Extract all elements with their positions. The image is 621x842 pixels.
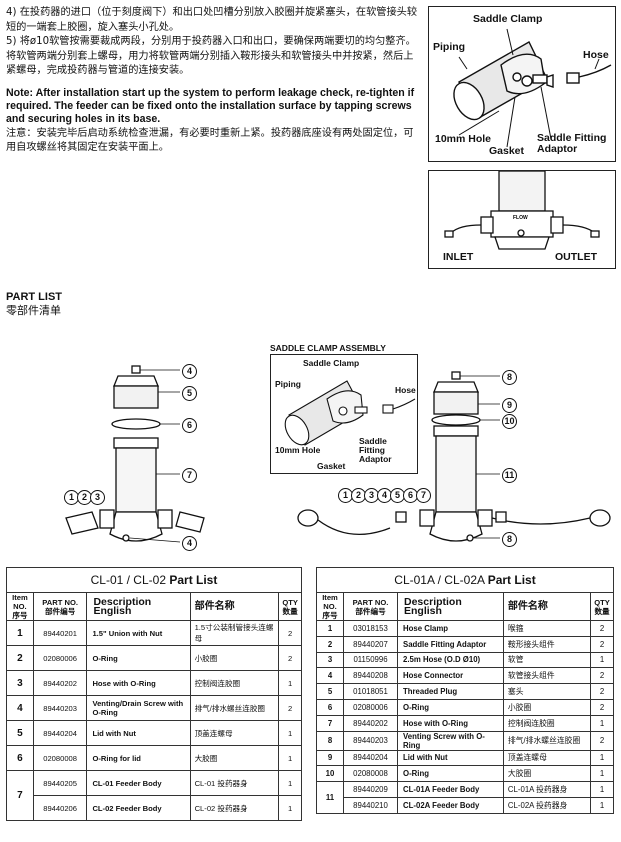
callout-5: 5 — [182, 386, 197, 401]
callout-r-9: 9 — [502, 398, 517, 413]
cl01a-exploded-view: 8 9 10 11 1 2 3 4 5 6 7 8 — [290, 368, 615, 558]
table-right-title-b: Part List — [487, 573, 536, 587]
table-left-title: CL-01 / CL-02 — [90, 573, 166, 587]
col-desc: Description English — [86, 592, 191, 621]
assembly-label-gasket: Gasket — [317, 461, 346, 471]
assembly-title: SADDLE CLAMP ASSEMBLY — [270, 343, 386, 353]
label-hose: Hose — [583, 49, 609, 61]
table-left-caption: CL-01 / CL-02 Part List — [6, 567, 302, 593]
callout-r-11: 11 — [502, 468, 517, 483]
label-outlet: OUTLET — [555, 251, 597, 263]
saddle-clamp-drawing — [453, 28, 612, 148]
callout-r-5: 5 — [390, 488, 405, 503]
instructions-text: 4) 在投药器的进口（位于刻度阀下）和出口处凹槽分别放入胶圈并旋紧塞头，在软管接… — [6, 6, 418, 156]
label-piping: Piping — [433, 41, 466, 53]
cl01a-part-table: CL-01A / CL-02A Part List Item NO.序号 PAR… — [316, 567, 614, 814]
callout-r-10: 10 — [502, 414, 517, 429]
label-saddle-fitting-adaptor: Saddle Fitting Adaptor — [537, 132, 607, 155]
label-saddle-clamp: Saddle Clamp — [473, 13, 543, 25]
step-5-zh: 5) 将ø10软管按需要裁成两段，分别用于投药器入口和出口，要确保两端要切的均匀… — [6, 36, 416, 77]
label-10mm-hole: 10mm Hole — [435, 133, 492, 145]
col-item: Item NO.序号 — [6, 592, 34, 621]
callout-3: 3 — [90, 490, 105, 505]
col-desc: Description English — [397, 592, 504, 621]
callout-7: 7 — [182, 468, 197, 483]
col-cn: 部件名称 — [189, 592, 280, 621]
cl01-part-table: CL-01 / CL-02 Part List Item NO.序号 PART … — [6, 567, 302, 821]
col-cn: 部件名称 — [502, 592, 592, 621]
feeder-base-drawing: FLOW — [444, 171, 600, 250]
saddle-clamp-figure: Saddle Clamp Piping Hose 10mm Hole Gaske… — [428, 6, 616, 162]
callout-r-8-top: 8 — [502, 370, 517, 385]
assembly-label-piping: Piping — [275, 379, 301, 389]
assembly-label-adaptor: Saddle Fitting Adaptor — [359, 436, 392, 464]
step-4-zh: 4) 在投药器的进口（位于刻度阀下）和出口处凹槽分别放入胶圈并旋紧塞头，在软管接… — [6, 7, 418, 33]
inlet-outlet-figure: FLOW INLET OUTLET — [428, 170, 616, 269]
label-gasket: Gasket — [489, 145, 525, 157]
part-list-heading: PART LIST 零部件清单 — [6, 290, 62, 318]
part-list-title-zh: 零部件清单 — [6, 304, 61, 317]
table-right-caption: CL-01A / CL-02A Part List — [316, 567, 614, 593]
assembly-label-hose: Hose — [395, 385, 416, 395]
col-part: PART NO.部件编号 — [32, 592, 88, 621]
table-right-title: CL-01A / CL-02A — [394, 573, 485, 587]
callout-r-7: 7 — [416, 488, 431, 503]
col-item: Item NO.序号 — [316, 592, 344, 621]
assembly-label-saddle-clamp: Saddle Clamp — [303, 358, 360, 368]
label-inlet: INLET — [443, 251, 474, 263]
assembly-label-10mm-hole: 10mm Hole — [275, 445, 321, 455]
table-left-title-b: Part List — [169, 573, 218, 587]
part-list-title-en: PART LIST — [6, 291, 63, 303]
cl01-exploded-view: 4 5 6 7 1 2 3 4 — [60, 362, 210, 557]
assembly-inset: Saddle Clamp Piping Hose 10mm Hole Gaske… — [270, 354, 418, 474]
callout-6: 6 — [182, 418, 197, 433]
cl01a-feeder-drawing — [297, 371, 611, 542]
flow-mark: FLOW — [513, 215, 528, 221]
cl01-feeder-drawing — [65, 365, 205, 543]
callout-4-bottom: 4 — [182, 536, 197, 551]
note-zh: 注意：安装完毕后启动系统检查泄漏，有必要时重新上紧。投药器底座设有两处固定位，可… — [6, 127, 414, 154]
callout-r-8-bottom: 8 — [502, 532, 517, 547]
note-en: Note: After installation start up the sy… — [6, 86, 415, 126]
callout-4-top: 4 — [182, 364, 197, 379]
col-part: PART NO.部件编号 — [343, 592, 398, 621]
assembly-drawing — [284, 380, 416, 446]
